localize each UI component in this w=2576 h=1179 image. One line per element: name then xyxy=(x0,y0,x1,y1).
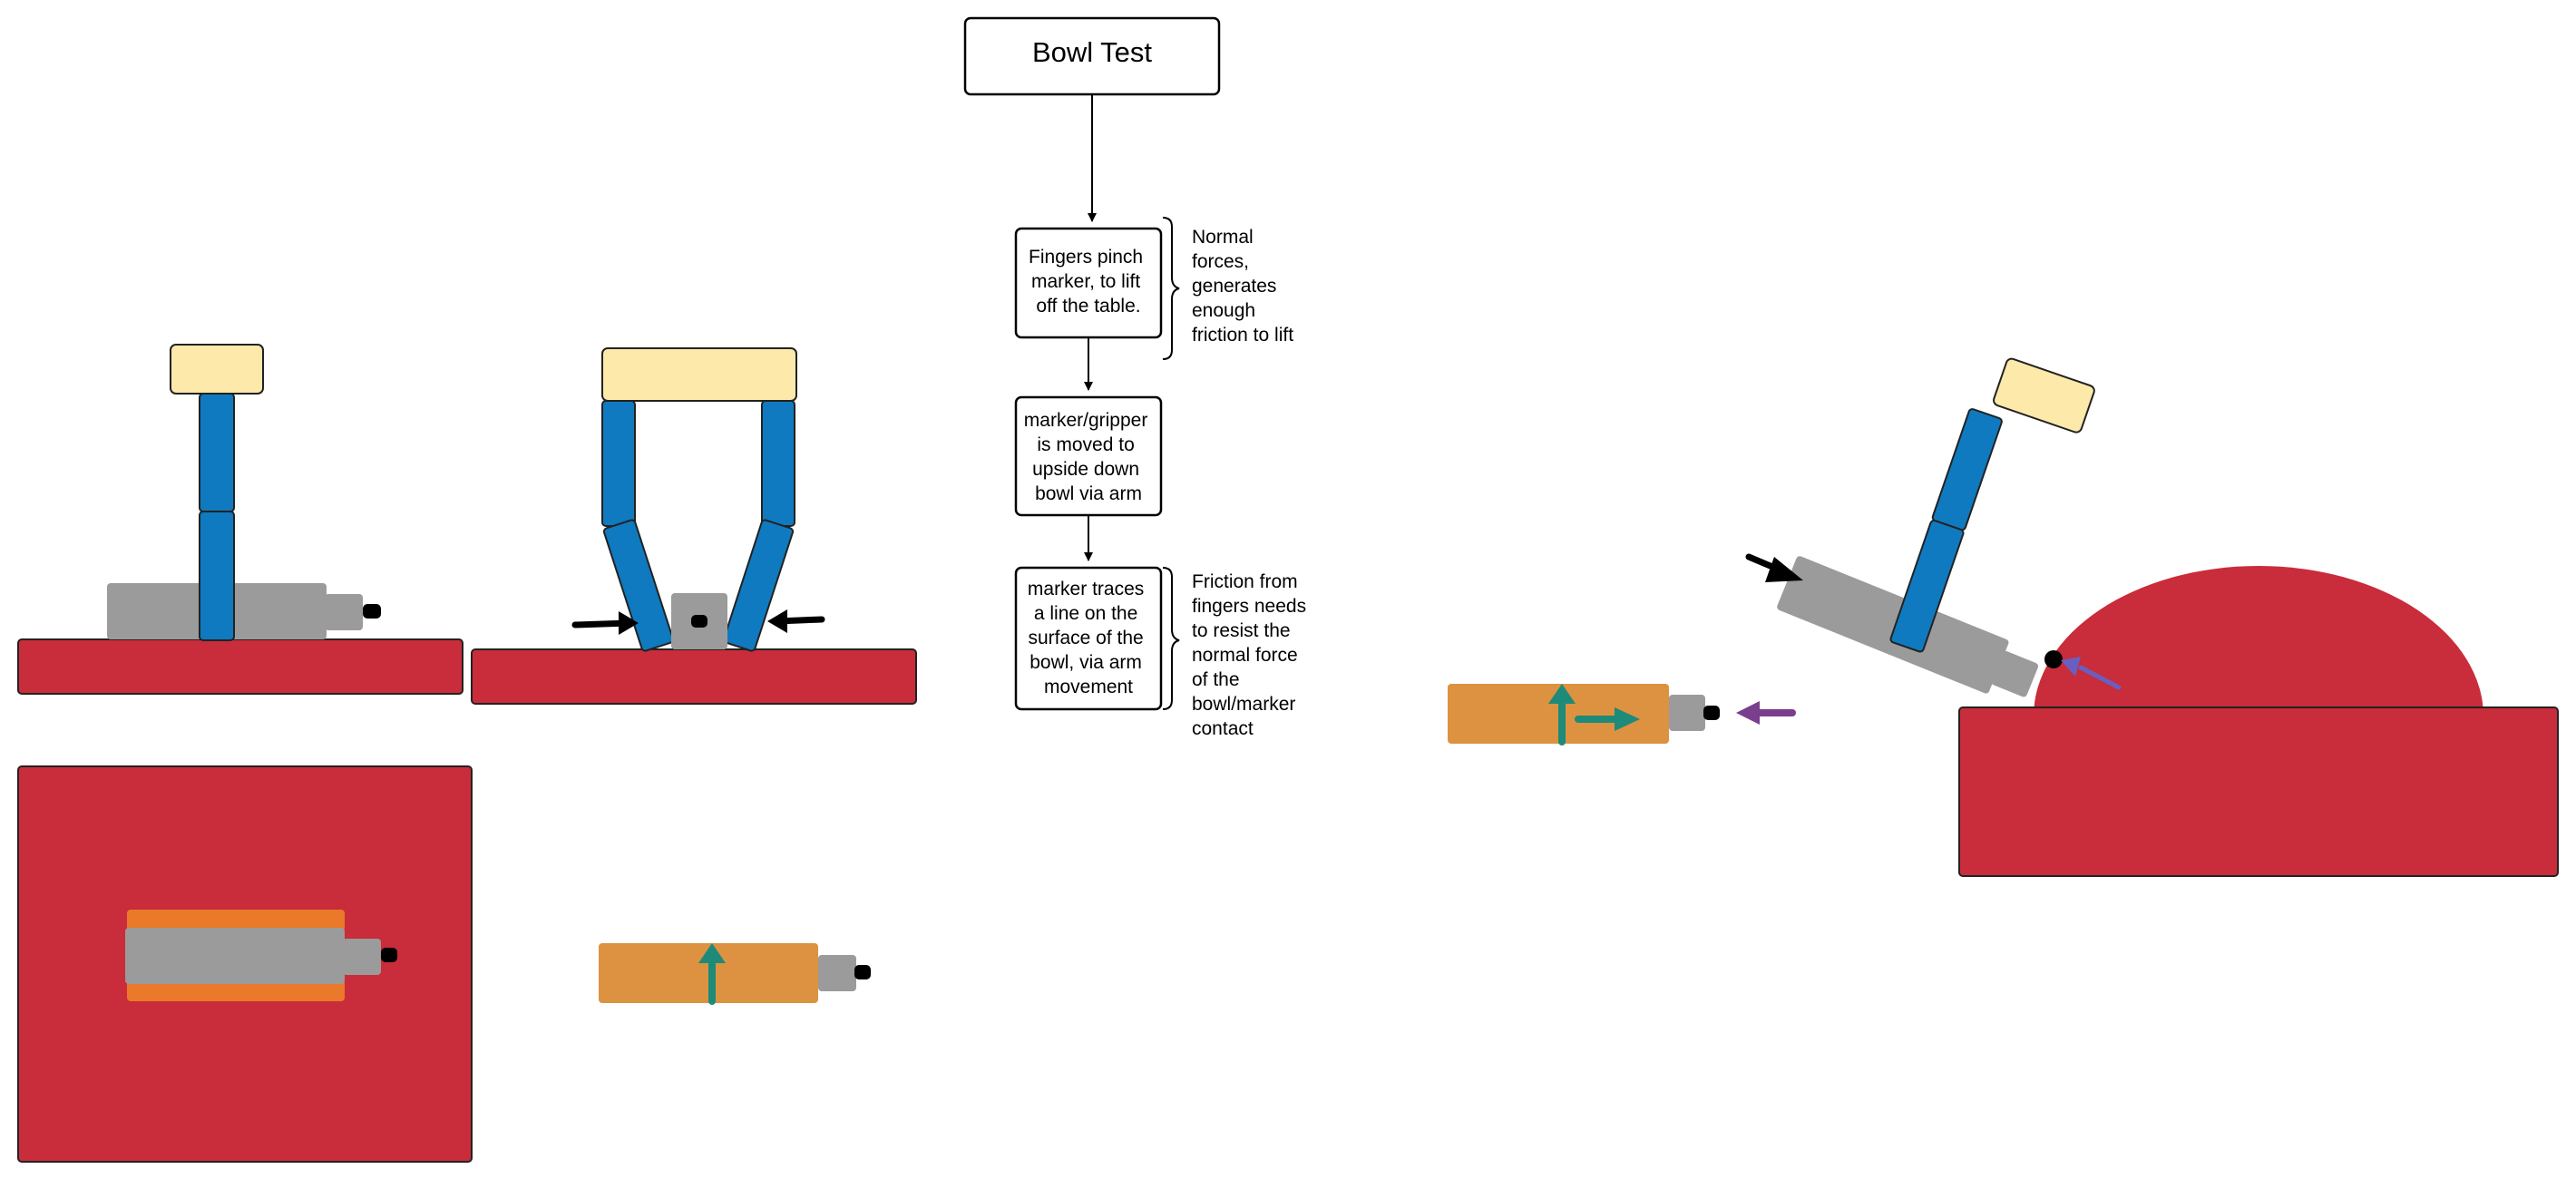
step-pinch-text: Fingers pinch marker, to lift off the ta… xyxy=(1029,247,1148,317)
note-normal-line: Normal xyxy=(1192,227,1254,248)
marker-tip xyxy=(381,948,397,962)
arrowhead-icon xyxy=(619,611,639,635)
note-normal-line: enough xyxy=(1192,300,1255,321)
note-friction-line: contact xyxy=(1192,718,1254,739)
marker-tip xyxy=(1703,706,1720,720)
step-trace-text: marker traces a line on the surface of t… xyxy=(1028,579,1149,697)
marker-friction-lift xyxy=(599,943,871,1005)
brace-friction xyxy=(1162,567,1180,710)
finger-upper xyxy=(1931,408,2003,531)
marker-tip xyxy=(2044,650,2063,668)
marker-trace-forces xyxy=(1448,684,1796,745)
marker-cap xyxy=(1669,695,1705,731)
marker-cap xyxy=(325,594,363,630)
flowchart: Bowl Test Fingers pinch marker, to lift … xyxy=(963,16,1312,739)
arrowhead-icon xyxy=(1615,707,1640,731)
gripper-palm xyxy=(601,347,797,402)
step-move-line: is moved to xyxy=(1037,434,1134,455)
top-view xyxy=(17,765,473,1163)
step-trace-line: a line on the xyxy=(1034,603,1137,624)
step-pinch-line: Fingers pinch xyxy=(1029,247,1143,268)
step-trace-line: movement xyxy=(1044,677,1133,697)
step-pinch-line: off the table. xyxy=(1036,296,1140,317)
marker-tip xyxy=(691,615,707,628)
step-move-line: upside down xyxy=(1032,459,1139,480)
step-box-trace xyxy=(1014,566,1163,711)
step-move-text: marker/gripper is moved to upside down b… xyxy=(1024,410,1153,504)
note-normal-line: friction to lift xyxy=(1192,325,1293,346)
table-base xyxy=(1958,706,2559,877)
note-friction-line: of the xyxy=(1192,669,1240,690)
marker-tip xyxy=(854,965,871,979)
step-pinch-line: marker, to lift xyxy=(1031,271,1140,292)
gripper-palm xyxy=(170,344,264,395)
contact-force-arrow xyxy=(2078,665,2122,690)
finger-right-lower xyxy=(723,519,795,652)
marker-body xyxy=(1777,556,2009,694)
table-surface xyxy=(471,648,917,705)
note-friction-line: normal force xyxy=(1192,645,1298,666)
finger-lower xyxy=(199,511,235,641)
gripper-side-view xyxy=(17,344,463,695)
marker-tip xyxy=(363,604,381,619)
finger-upper xyxy=(199,393,235,512)
arrowhead-icon xyxy=(1765,557,1803,582)
marker-cap xyxy=(343,939,381,975)
arrowhead-icon xyxy=(1548,684,1576,704)
marker-body xyxy=(125,928,345,984)
marker-cap xyxy=(1991,650,2039,697)
step-move-line: bowl via arm xyxy=(1035,483,1142,504)
arrowhead-icon xyxy=(698,943,726,963)
arrowhead-icon xyxy=(767,609,787,633)
note-friction-line: bowl/marker xyxy=(1192,694,1295,715)
note-friction-line: Friction from xyxy=(1192,571,1298,592)
note-friction: Friction from fingers needs to resist th… xyxy=(1192,571,1312,739)
arrowhead-icon xyxy=(1736,701,1760,725)
table-surface xyxy=(17,638,463,695)
gripper-front-view xyxy=(471,347,917,705)
finger-pad-top xyxy=(127,910,345,931)
upside-down-bowl xyxy=(2034,566,2483,716)
gripper-palm xyxy=(1993,357,2095,434)
step-trace-line: surface of the xyxy=(1028,628,1143,648)
finger-left-upper xyxy=(601,400,636,527)
arrowhead-icon xyxy=(2061,657,2081,677)
note-normal-line: forces, xyxy=(1192,251,1249,272)
step-trace-line: bowl, via arm xyxy=(1029,652,1142,673)
note-normal-forces: Normal forces, generates enough friction… xyxy=(1192,227,1293,346)
marker-cap xyxy=(818,955,856,991)
note-normal-line: generates xyxy=(1192,276,1276,297)
note-friction-line: to resist the xyxy=(1192,620,1291,641)
step-move-line: marker/gripper xyxy=(1024,410,1148,431)
finger-pad-bottom xyxy=(127,979,345,1001)
flowchart-title: Bowl Test xyxy=(1032,36,1152,68)
finger-left-lower xyxy=(602,519,674,652)
step-trace-line: marker traces xyxy=(1028,579,1144,599)
finger-right-upper xyxy=(761,400,795,527)
brace-normal-forces xyxy=(1162,217,1180,360)
note-friction-line: fingers needs xyxy=(1192,596,1306,617)
bowl-scene xyxy=(1745,357,2559,877)
finger-lower xyxy=(1889,520,1965,653)
